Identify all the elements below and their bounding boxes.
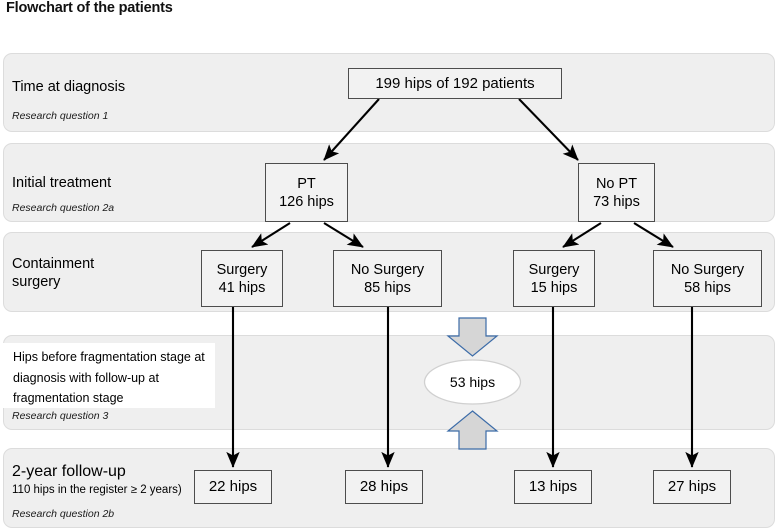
node-surgery-pt[interactable]: Surgery 41 hips <box>201 250 283 307</box>
node-no-surgery-nopt-line2: 58 hips <box>684 279 731 296</box>
node-pt-line1: PT <box>297 175 316 192</box>
node-followup-3[interactable]: 13 hips <box>514 470 592 504</box>
node-surgery-pt-line2: 41 hips <box>218 279 266 296</box>
band-label-initial-treatment: Initial treatment <box>12 175 112 191</box>
node-no-surgery-pt-line2: 85 hips <box>364 279 411 296</box>
node-surgery-nopt-line2: 15 hips <box>530 279 578 296</box>
node-no-surgery-nopt[interactable]: No Surgery 58 hips <box>653 250 762 307</box>
node-followup-2-line1: 28 hips <box>359 478 409 495</box>
node-pt[interactable]: PT 126 hips <box>265 163 348 222</box>
fragmentation-total-label: 53 hips <box>449 374 496 390</box>
node-followup-1[interactable]: 22 hips <box>194 470 272 504</box>
page-title: Flowchart of the patients <box>6 0 173 16</box>
node-followup-3-line1: 13 hips <box>528 478 578 495</box>
band-sub-time-at-diagnosis: Research question 1 <box>12 110 109 122</box>
band-sub-fragmentation-stage: Research question 3 <box>12 410 109 422</box>
node-pt-line2: 126 hips <box>279 193 334 210</box>
band-label-containment-surgery: Containment surgery <box>12 256 95 290</box>
band-label-time-at-diagnosis: Time at diagnosis <box>12 79 126 95</box>
band-label-two-year-follow-up: 2-year follow-up <box>12 463 126 480</box>
node-root-line1: 199 hips of 192 patients <box>375 74 535 92</box>
band-initial-treatment <box>3 143 775 222</box>
node-no-pt[interactable]: No PT 73 hips <box>578 163 655 222</box>
node-followup-4[interactable]: 27 hips <box>653 470 731 504</box>
node-no-surgery-pt[interactable]: No Surgery 85 hips <box>333 250 442 307</box>
node-followup-1-line1: 22 hips <box>208 478 258 495</box>
band-note-fragmentation-stage: Hips before fragmentation stage at diagn… <box>3 343 215 408</box>
node-root[interactable]: 199 hips of 192 patients <box>348 68 562 99</box>
node-surgery-nopt-line1: Surgery <box>528 261 580 278</box>
node-followup-2[interactable]: 28 hips <box>345 470 423 504</box>
node-no-surgery-pt-line1: No Surgery <box>350 261 425 278</box>
band-sub-two-year-follow-up: Research question 2b <box>12 508 115 520</box>
band-sub2-two-year-follow-up: 110 hips in the register ≥ 2 years) <box>12 484 182 496</box>
node-no-pt-line1: No PT <box>595 175 638 192</box>
node-surgery-nopt[interactable]: Surgery 15 hips <box>513 250 595 307</box>
node-followup-4-line1: 27 hips <box>667 478 717 495</box>
node-no-surgery-nopt-line1: No Surgery <box>670 261 745 278</box>
node-surgery-pt-line1: Surgery <box>216 261 268 278</box>
node-no-pt-line2: 73 hips <box>593 193 640 210</box>
band-sub-initial-treatment: Research question 2a <box>12 202 115 214</box>
